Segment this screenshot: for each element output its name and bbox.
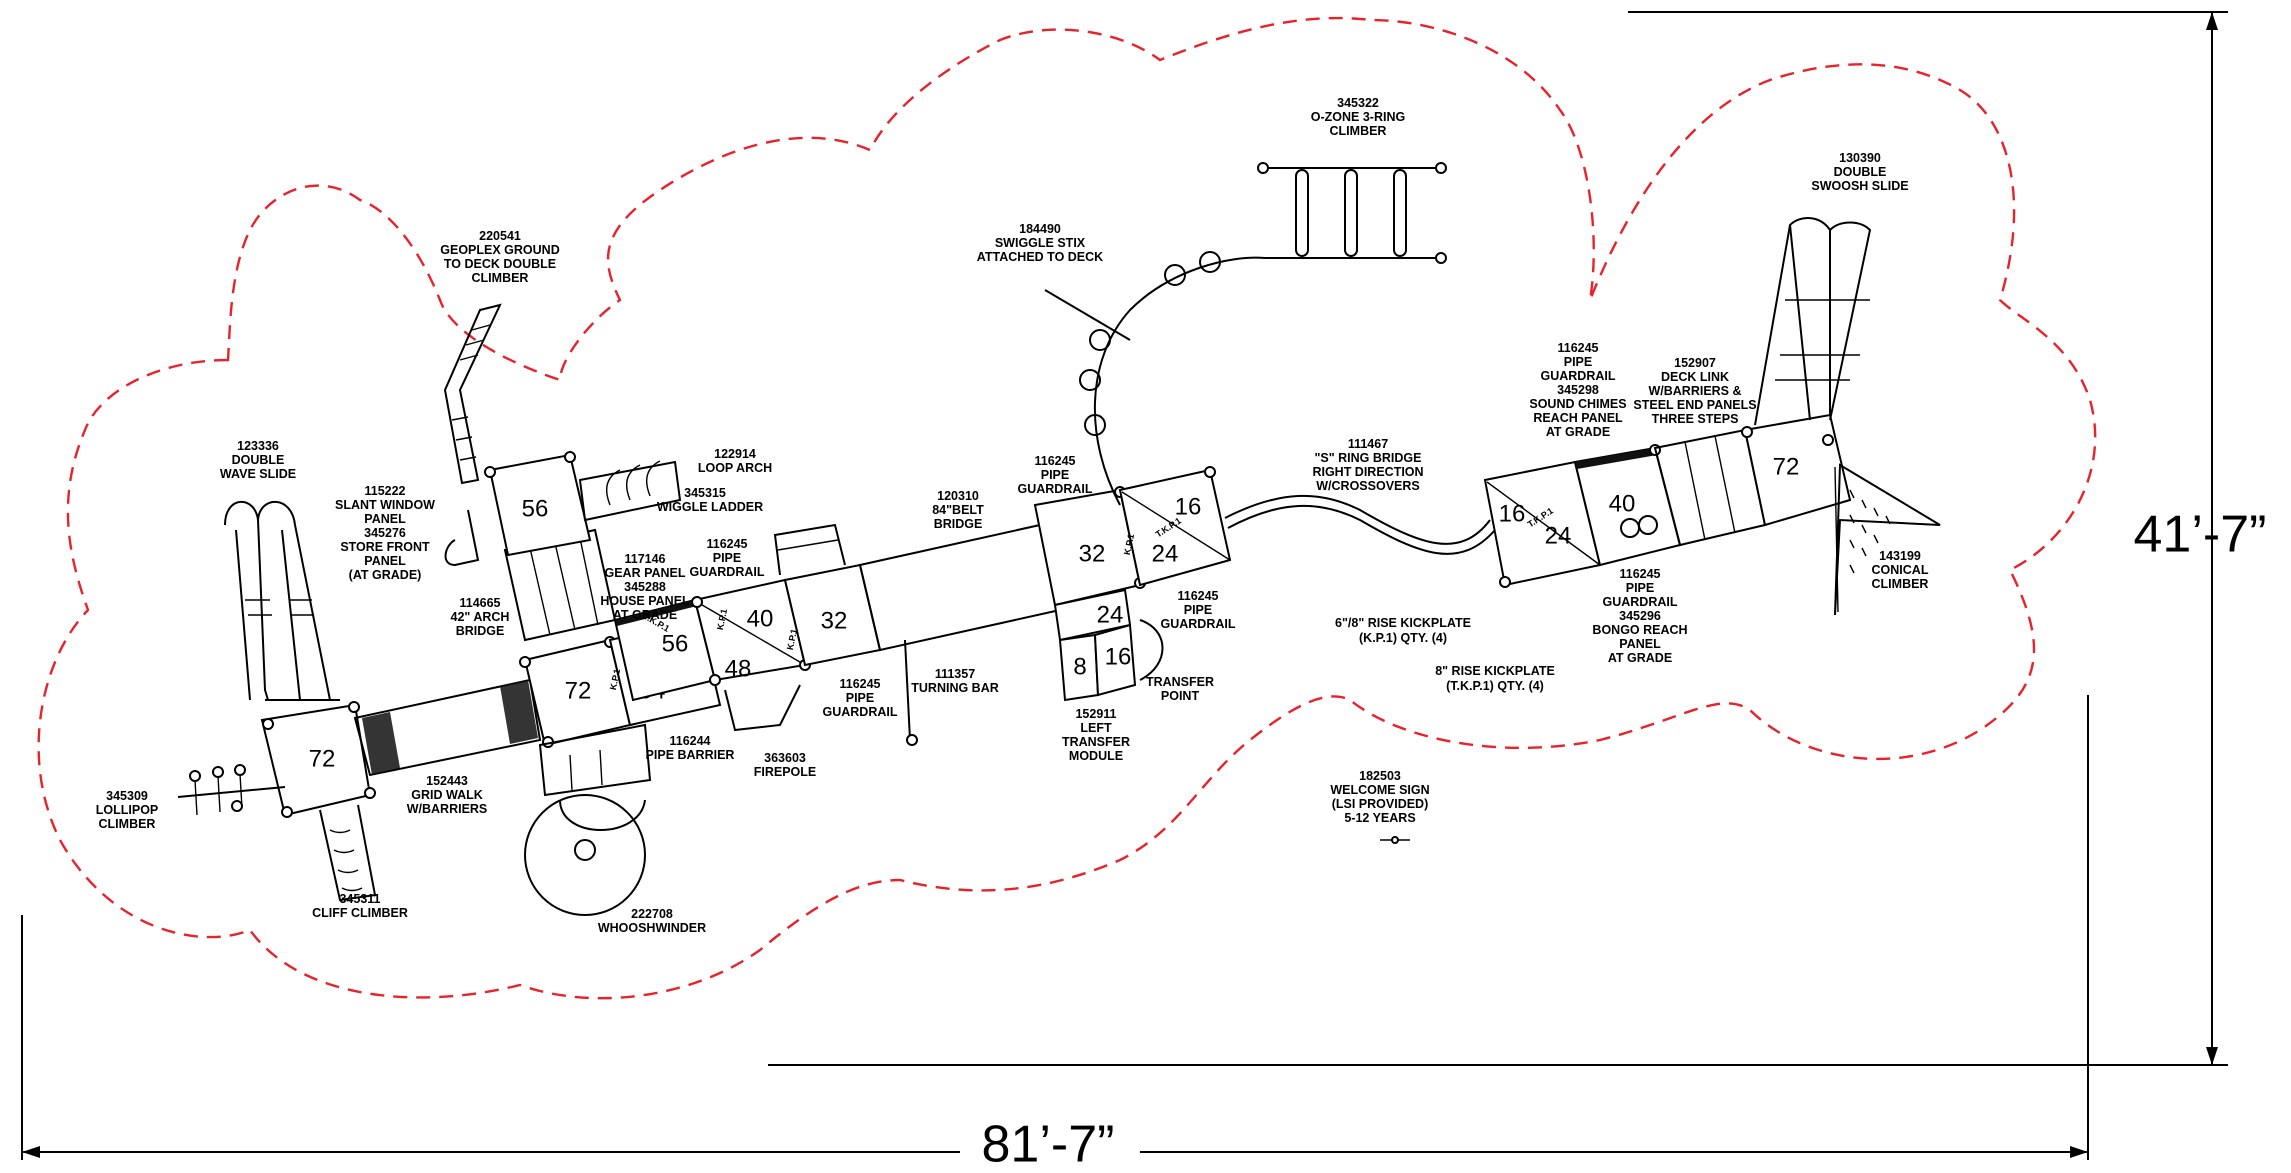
deck-72-right: 72	[1741, 413, 1852, 527]
deck-height: 16	[1175, 493, 1202, 520]
deck-height: 72	[565, 677, 592, 704]
deck-32-a: 32 K.P.1	[773, 523, 882, 667]
deck-height: 24	[1152, 540, 1179, 567]
deck-56-left: 72	[260, 701, 376, 818]
deck-72-upper: 56	[444, 451, 592, 567]
deck-height: 40	[747, 605, 774, 632]
loop-arch	[578, 460, 682, 522]
label-kickplate-kp1: 6"/8" RISE KICKPLATE(K.P.1) QTY. (4)	[1335, 616, 1471, 645]
deck-height: 56	[522, 495, 549, 522]
kp-tag: K.P.1	[1122, 533, 1136, 556]
deck-height: 16	[1105, 643, 1132, 670]
deck-height: 32	[1079, 540, 1106, 567]
grid-walk	[353, 678, 542, 777]
deck-height: 40	[1609, 490, 1636, 517]
ozone-ring-climber	[1257, 162, 1447, 264]
deck-height: 8	[1073, 653, 1086, 680]
transfer-module: 24 8 16	[1053, 588, 1164, 702]
welcome-sign-marker	[1380, 836, 1410, 844]
deck-16-24-40-right: 16 24 40	[1483, 444, 1682, 588]
cliff-climber	[319, 804, 377, 902]
deck-height: 24	[1545, 522, 1572, 549]
svg-text:K.P.1: K.P.1	[608, 668, 622, 691]
dimension-width: 81’-7”	[21, 695, 2089, 1173]
deck-16-24: 16 24	[1118, 466, 1232, 587]
deck-height: 16	[1499, 500, 1526, 527]
deck-height: 56	[662, 630, 689, 657]
height-dimension-label: 41’-7”	[2134, 506, 2267, 564]
deck-height: 24	[1097, 601, 1124, 628]
deck-height: 32	[821, 607, 848, 634]
lollipop-climber	[177, 764, 286, 816]
kp-tag: K.P.1	[715, 608, 729, 631]
firepole	[724, 684, 801, 732]
deck-height: 72	[1773, 453, 1800, 480]
label-kickplate-tkp1: 8" RISE KICKPLATE(T.K.P.1) QTY. (4)	[1435, 664, 1555, 693]
deck-height: 72	[309, 745, 336, 772]
whooshwinder	[524, 723, 652, 916]
deck-40-48: 40 48	[691, 578, 811, 686]
double-wave-slide	[224, 500, 340, 701]
s-ring-bridge	[1224, 494, 1496, 555]
width-dimension-label: 81’-7”	[982, 1116, 1115, 1173]
geoplex-climber	[443, 303, 502, 485]
deck-height: 48	[725, 655, 752, 682]
svg-text:K.P.1: K.P.1	[785, 628, 799, 651]
swiggle-stix	[1044, 251, 1266, 506]
dimension-height: 41’-7”	[768, 11, 2267, 1066]
double-swoosh-slide	[1754, 217, 1872, 426]
deck-56-mid: 56	[613, 598, 717, 702]
conical-climber	[1834, 463, 1941, 616]
